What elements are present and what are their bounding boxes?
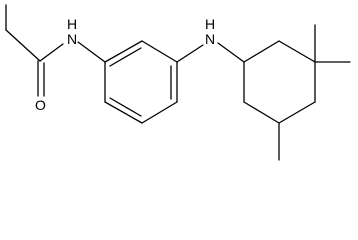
bond-benzene-5	[104, 101, 143, 124]
bond-cyclohexane-1	[243, 40, 280, 63]
carbonyl-oxygen-label: O	[35, 97, 46, 113]
bond-amide-n-ring	[77, 41, 106, 63]
bond-cyclohexane-2	[278, 40, 316, 63]
molecule-structure: H N O H N	[5, 4, 351, 161]
bond-benzene-1-double	[109, 47, 142, 67]
amine-nh-label-h: H	[205, 16, 215, 32]
bond-benzene-1	[104, 40, 143, 63]
amide-nh-label-n: N	[67, 31, 77, 47]
amide-nh-label-h: H	[67, 16, 77, 32]
bond-cyclohexane-4	[278, 101, 316, 124]
bond-benzene-5-double	[109, 97, 142, 117]
bond-ring-amine-n	[176, 44, 204, 63]
molecule-diagram: H N O H N	[5, 4, 351, 161]
bond-carbonyl-c-n	[39, 43, 64, 62]
amine-nh-label-n: N	[205, 31, 215, 47]
bond-ethyl-ch2-c	[5, 29, 41, 62]
bond-amine-n-cyclohexyl	[217, 42, 245, 63]
bond-benzene-4	[141, 101, 178, 124]
bond-benzene-2	[141, 40, 178, 63]
bond-cyclohexane-5	[243, 101, 280, 124]
